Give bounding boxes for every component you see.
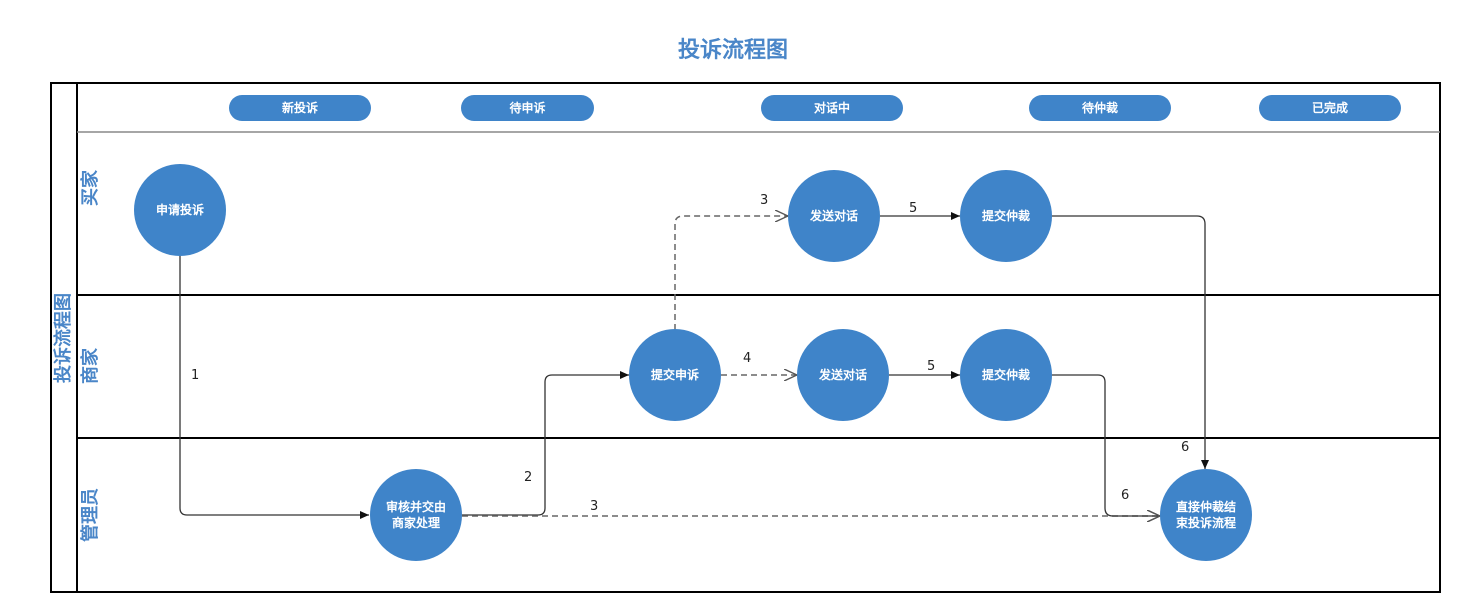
edge-label-1: 1 [191, 368, 200, 383]
diagram-title: 投诉流程图 [677, 38, 788, 63]
node-admin-review: 审核并交由商家处理 [370, 469, 462, 561]
node-merchant-submit-arbitration: 提交仲裁 [960, 329, 1052, 421]
node-apply-complaint: 申请投诉 [134, 164, 226, 256]
edge-label-2: 2 [524, 470, 533, 485]
edge-label-5-buyer: 5 [909, 201, 918, 216]
state-in-dialog: 对话中 [761, 95, 903, 121]
edge-3-up [674, 216, 788, 330]
edge-label-3-up: 3 [760, 193, 769, 208]
edge-label-4: 4 [743, 351, 752, 366]
node-label: 提交仲裁 [981, 209, 1030, 223]
edge-label-5-merchant: 5 [927, 359, 936, 374]
edge-2 [462, 371, 629, 516]
node-label: 直接仲裁结束投诉流程 [1175, 500, 1236, 530]
lane-label-buyer: 买家 [80, 170, 101, 206]
pool-frame [50, 82, 1441, 593]
node-label: 提交申诉 [650, 368, 699, 382]
node-label: 发送对话 [809, 209, 858, 223]
node-merchant-send-dialog: 发送对话 [797, 329, 889, 421]
node-label: 发送对话 [818, 368, 867, 382]
pool-label: 投诉流程图 [53, 293, 74, 383]
lane-label-merchant: 商家 [80, 348, 101, 384]
edge-label-3-admin: 3 [590, 499, 599, 514]
edge-label-6-buyer: 6 [1181, 440, 1190, 455]
state-new-complaint: 新投诉 [229, 95, 371, 121]
node-label: 提交仲裁 [981, 368, 1030, 382]
node-admin-arbitrate-close: 直接仲裁结束投诉流程 [1160, 469, 1252, 561]
lane-label-admin: 管理员 [80, 488, 101, 542]
edge-6-buyer [1051, 215, 1209, 469]
state-pending-appeal: 待申诉 [461, 95, 594, 121]
edge-1 [179, 255, 369, 519]
node-label: 申请投诉 [155, 203, 204, 217]
edge-label-6-merchant: 6 [1121, 488, 1130, 503]
node-buyer-send-dialog: 发送对话 [788, 170, 880, 262]
node-buyer-submit-arbitration: 提交仲裁 [960, 170, 1052, 262]
node-merchant-submit-appeal: 提交申诉 [629, 329, 721, 421]
node-label: 审核并交由商家处理 [385, 500, 446, 530]
edge-6-merchant [1051, 374, 1160, 516]
state-pending-arbitration: 待仲裁 [1029, 95, 1171, 121]
state-completed: 已完成 [1259, 95, 1401, 121]
